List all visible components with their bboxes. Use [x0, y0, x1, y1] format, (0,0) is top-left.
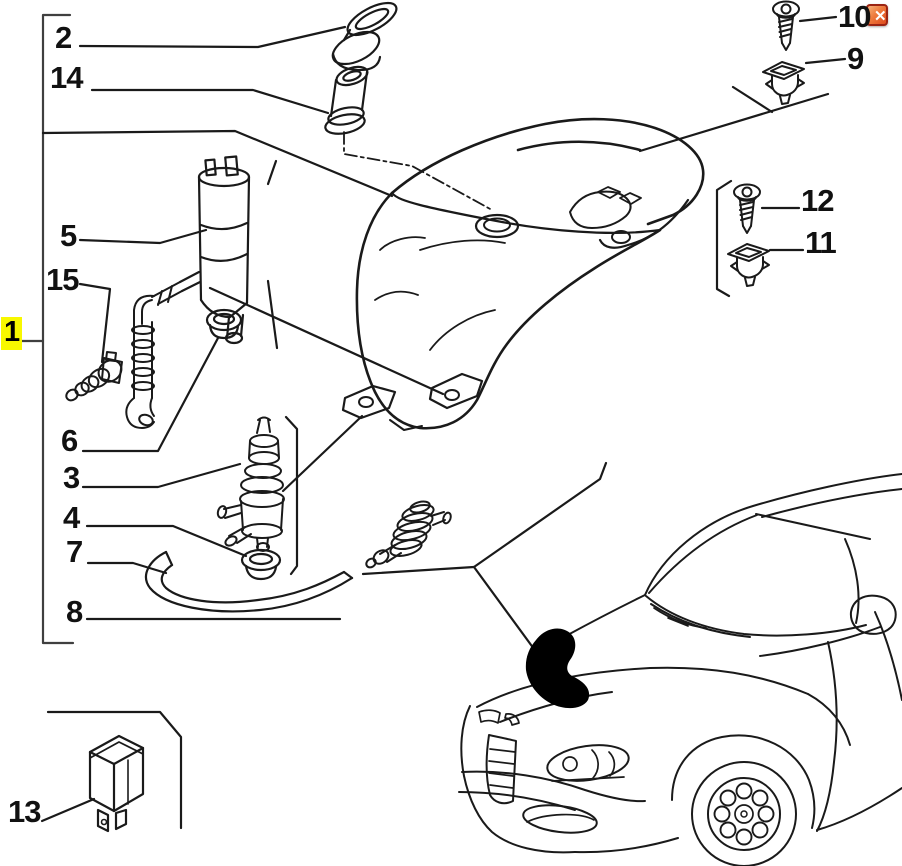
callout-5: 5 — [60, 218, 77, 253]
callout-10: 10 — [838, 0, 871, 34]
callout-7: 7 — [66, 534, 83, 569]
callout-9: 9 — [847, 41, 864, 76]
callout-12: 12 — [801, 183, 834, 218]
callout-11: 11 — [805, 225, 837, 260]
part-washer-nozzle-15 — [65, 351, 123, 402]
part-hose-7-8 — [144, 550, 354, 613]
part-reservoir-tank — [341, 117, 705, 431]
callout-4: 4 — [63, 500, 80, 535]
part-reservoir-cap — [331, 1, 398, 72]
part-check-valve — [365, 500, 452, 569]
washer-location-marker — [525, 628, 590, 709]
callout-15: 15 — [46, 262, 79, 297]
part-washer-pump-3 — [216, 416, 285, 552]
group-bracket-part1 — [18, 13, 75, 645]
filler-alignment-line — [343, 131, 493, 211]
leader-lines — [40, 15, 847, 823]
callout-13: 13 — [8, 794, 41, 829]
part-filler-neck — [324, 65, 369, 135]
callout-3: 3 — [63, 460, 80, 495]
part-clip-11 — [726, 242, 771, 288]
part-grommet-4 — [240, 548, 282, 581]
part-elbow-hose — [125, 281, 183, 429]
part-screw-10 — [771, 0, 801, 52]
callout-2: 2 — [55, 20, 72, 55]
part-screw-12 — [732, 183, 762, 235]
assembly-marks — [41, 85, 830, 830]
callout-14: 14 — [50, 60, 83, 95]
part-clip-9 — [761, 60, 806, 106]
callout-6: 6 — [61, 423, 78, 458]
callout-8: 8 — [66, 594, 83, 629]
part-grommet-6 — [205, 308, 243, 340]
callout-1: 1 — [1, 317, 23, 350]
car-illustration — [458, 473, 902, 866]
part-relay-13 — [88, 734, 145, 833]
close-button[interactable]: ✕ — [866, 4, 888, 26]
part-washer-pump-5 — [178, 155, 251, 345]
